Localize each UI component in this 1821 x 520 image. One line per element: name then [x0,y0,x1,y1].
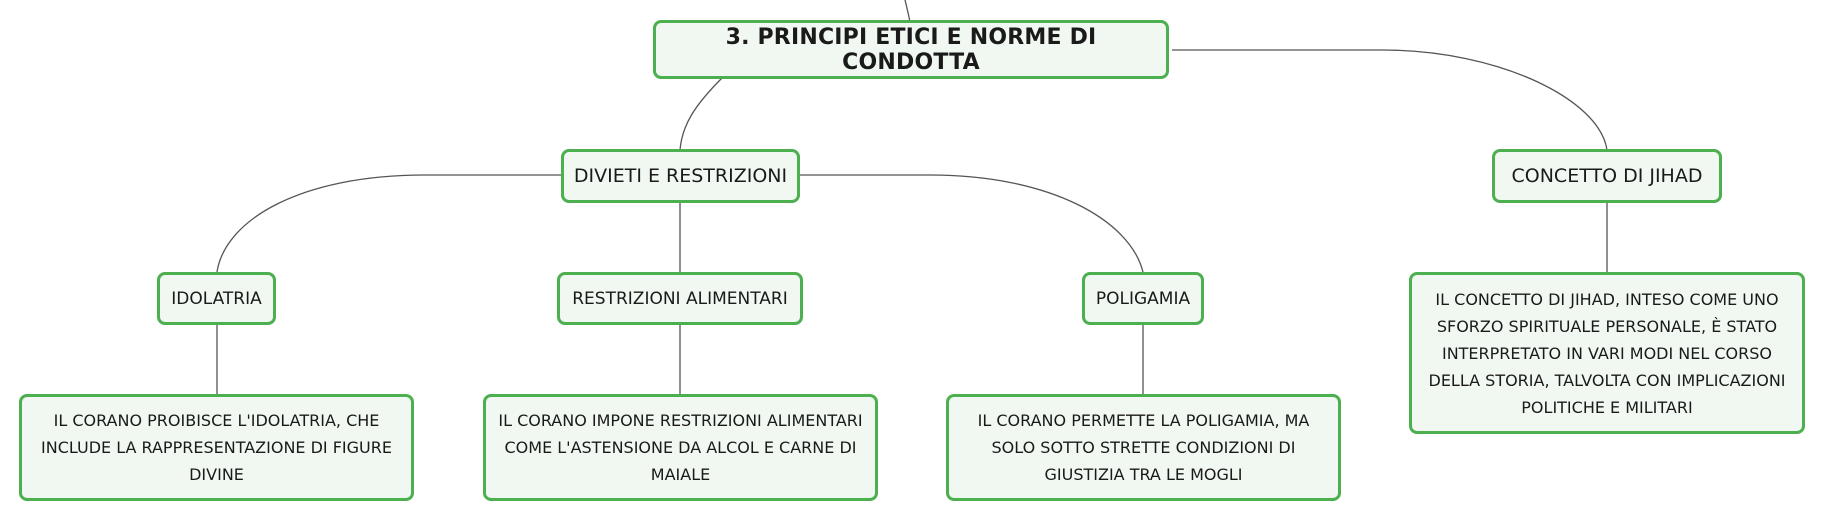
jihad-desc-text: IL CONCETTO DI JIHAD, INTESO COME UNO SF… [1428,289,1786,417]
alimentari-node-label: RESTRIZIONI ALIMENTARI [572,288,788,309]
root-node[interactable]: 3. PRINCIPI ETICI E NORME DI CONDOTTA [653,20,1169,79]
alimentari-desc-node[interactable]: IL CORANO IMPONE RESTRIZIONI ALIMENTARI … [483,394,878,501]
connector-root-jihad [1172,49,1608,151]
divieti-node-label: DIVIETI E RESTRIZIONI [573,165,788,187]
divieti-node[interactable]: DIVIETI E RESTRIZIONI [561,149,800,203]
connector-root-divieti [679,77,723,151]
root-node-label: 3. PRINCIPI ETICI E NORME DI CONDOTTA [725,24,1097,75]
idolatria-node-label: IDOLATRIA [171,288,262,309]
connector-divieti-idolatria [216,174,563,273]
alimentari-node[interactable]: RESTRIZIONI ALIMENTARI [557,272,803,325]
jihad-node-label: CONCETTO DI JIHAD [1511,165,1703,187]
jihad-node[interactable]: CONCETTO DI JIHAD [1492,149,1722,203]
idolatria-node[interactable]: IDOLATRIA [157,272,276,325]
connector-divieti-poligamia [798,174,1144,273]
jihad-desc-node[interactable]: IL CONCETTO DI JIHAD, INTESO COME UNO SF… [1409,272,1805,434]
poligamia-desc-text: IL CORANO PERMETTE LA POLIGAMIA, MA SOLO… [977,411,1310,484]
idolatria-desc-node[interactable]: IL CORANO PROIBISCE L'IDOLATRIA, CHE INC… [19,394,414,501]
poligamia-node[interactable]: POLIGAMIA [1082,272,1204,325]
connector-parent-root [904,0,911,23]
poligamia-desc-node[interactable]: IL CORANO PERMETTE LA POLIGAMIA, MA SOLO… [946,394,1341,501]
alimentari-desc-text: IL CORANO IMPONE RESTRIZIONI ALIMENTARI … [498,411,863,484]
poligamia-node-label: POLIGAMIA [1095,288,1191,309]
idolatria-desc-text: IL CORANO PROIBISCE L'IDOLATRIA, CHE INC… [41,411,392,484]
